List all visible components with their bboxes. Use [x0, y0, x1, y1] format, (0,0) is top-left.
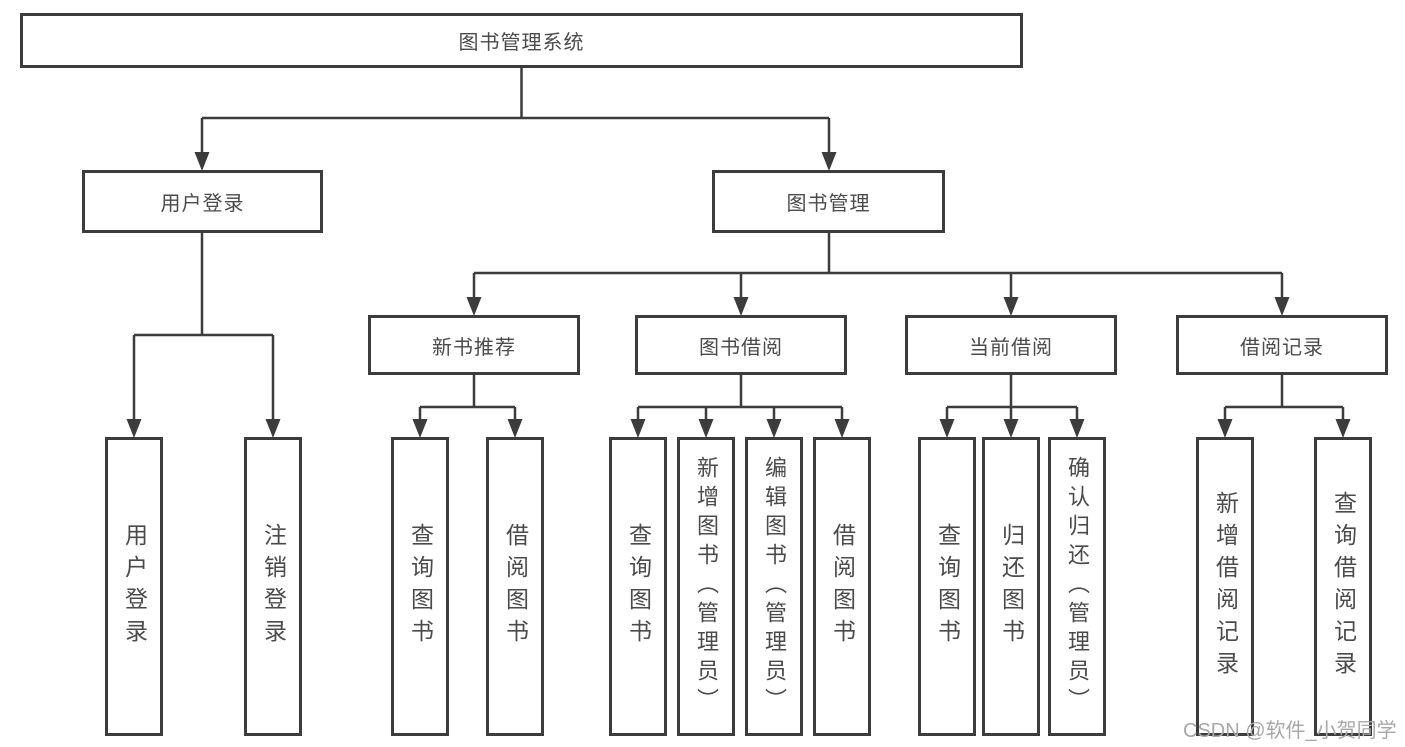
node-borrowing-records: 借阅记录	[1176, 315, 1388, 375]
node-label: 借阅记录	[1240, 336, 1324, 359]
watermark-text: CSDN @软件_小贺同学	[1183, 720, 1397, 742]
leaf-logout: 注销登录	[244, 437, 302, 736]
leaf-borrow-books-recommend: 借阅图书	[486, 437, 544, 736]
node-label: 归还图书	[998, 522, 1025, 651]
node-label: 图书管理系统	[458, 32, 585, 54]
leaf-edit-book-admin: 编辑图书（管理员）	[745, 437, 803, 736]
connector-path	[132, 68, 1345, 419]
node-label: 编辑图书（管理员）	[762, 456, 787, 717]
leaf-borrow-books-borrowing: 借阅图书	[813, 437, 871, 736]
leaf-return-book: 归还图书	[982, 437, 1040, 736]
node-label: 注销登录	[260, 522, 287, 651]
node-label: 借阅图书	[829, 522, 856, 651]
node-user-login: 用户登录	[82, 170, 323, 233]
node-label: 当前借阅	[969, 336, 1053, 359]
node-label: 新书推荐	[432, 336, 516, 359]
leaf-user-login: 用户登录	[105, 437, 163, 736]
node-label: 用户登录	[160, 193, 245, 215]
node-root: 图书管理系统	[20, 13, 1023, 68]
node-label: 查询图书	[625, 522, 652, 651]
node-label: 查询图书	[934, 522, 961, 651]
leaf-query-borrow-record: 查询借阅记录	[1314, 437, 1372, 736]
leaf-query-books-recommend: 查询图书	[391, 437, 449, 736]
leaf-add-borrow-record: 新增借阅记录	[1196, 437, 1254, 736]
node-new-book-recommend: 新书推荐	[368, 315, 580, 375]
node-label: 新增借阅记录	[1212, 490, 1239, 683]
node-label: 查询图书	[407, 522, 434, 651]
node-label: 图书管理	[786, 193, 871, 215]
leaf-confirm-return-admin: 确认归还（管理员）	[1048, 437, 1106, 736]
node-label: 新增图书（管理员）	[694, 456, 719, 717]
node-label: 借阅图书	[502, 522, 529, 651]
node-label: 图书借阅	[699, 336, 783, 359]
node-label: 查询借阅记录	[1330, 490, 1357, 683]
node-label: 用户登录	[121, 522, 148, 651]
node-current-borrowing: 当前借阅	[905, 315, 1117, 375]
leaf-query-books-borrowing: 查询图书	[609, 437, 667, 736]
node-book-borrowing: 图书借阅	[635, 315, 847, 375]
leaf-query-books-current: 查询图书	[918, 437, 976, 736]
leaf-add-book-admin: 新增图书（管理员）	[677, 437, 735, 736]
node-label: 确认归还（管理员）	[1065, 456, 1090, 717]
node-book-management: 图书管理	[712, 170, 945, 233]
